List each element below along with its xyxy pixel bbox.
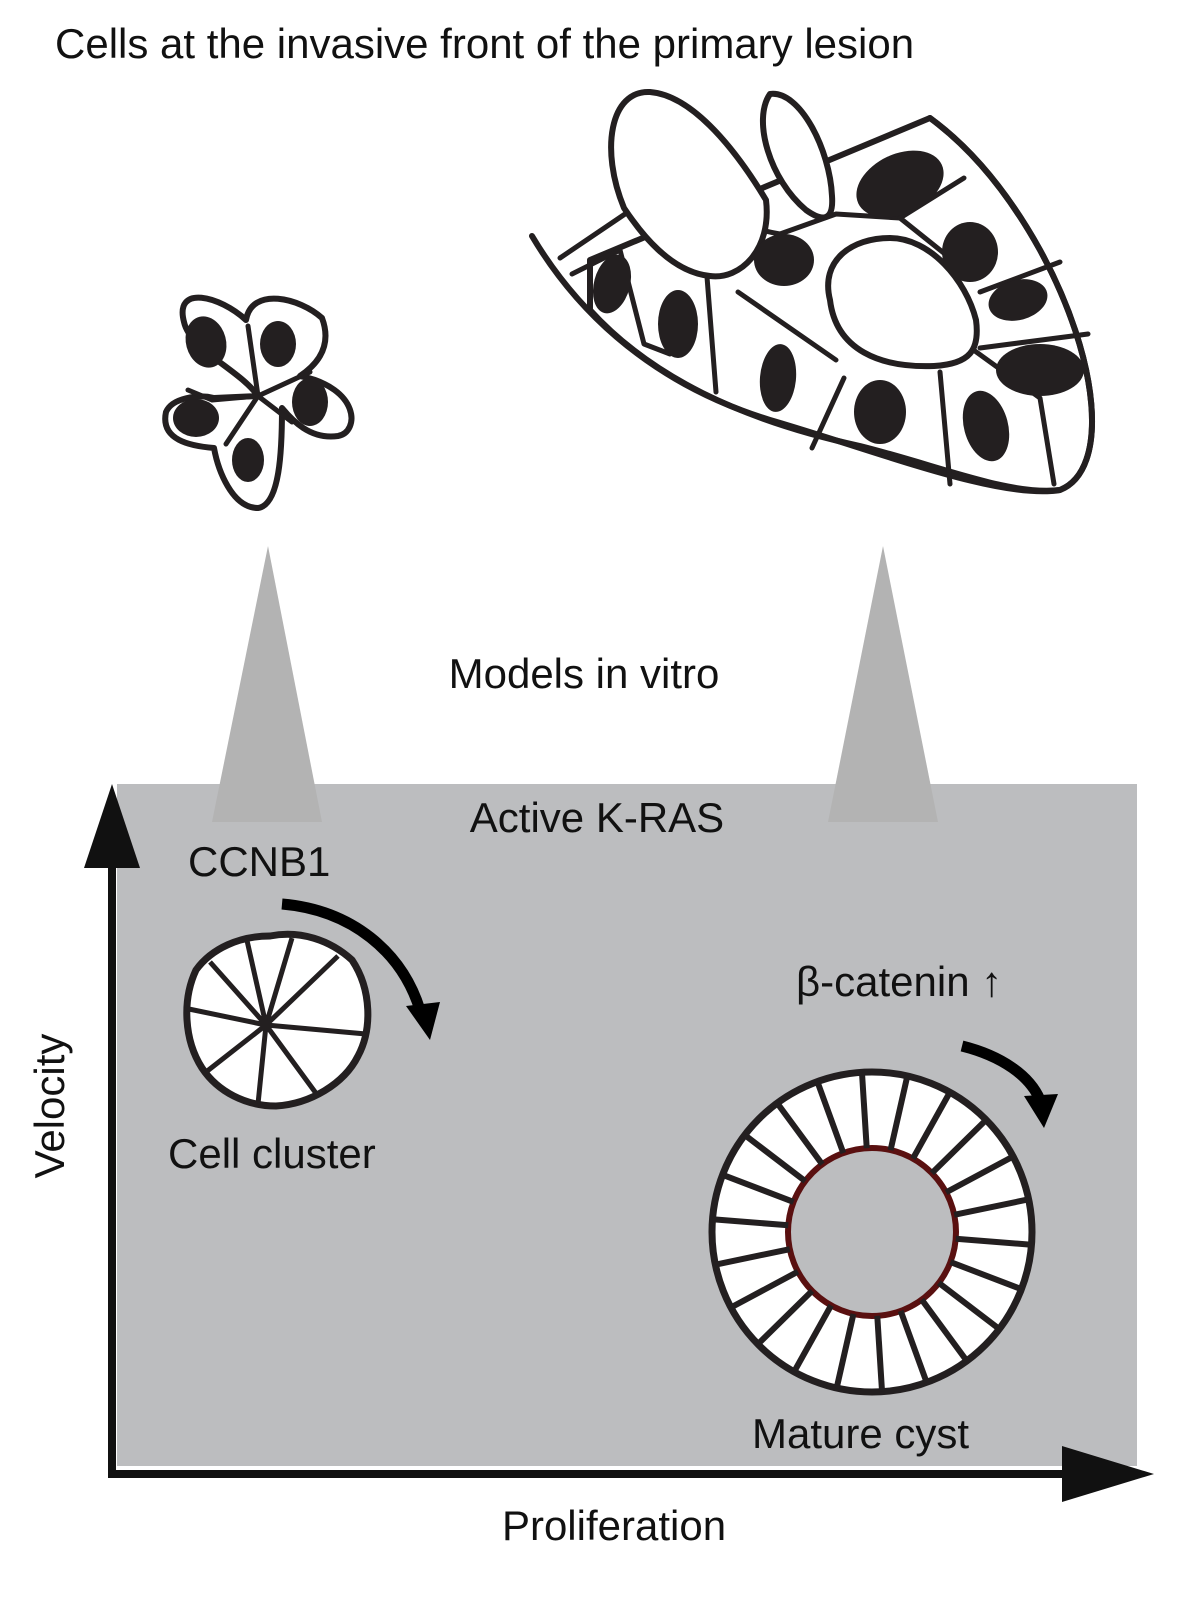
mature-cyst-label: Mature cyst [752,1410,969,1457]
cyst-cell-border [887,1075,911,1151]
cyst-cell-border [714,1246,791,1268]
mature-cyst-icon [708,1068,1036,1396]
figure-title: Cells at the invasive front of the prima… [55,20,914,67]
cyst-cell-border [953,1196,1030,1218]
cyst-cell-border [858,1072,870,1149]
models-in-vitro-label: Models in vitro [449,650,720,697]
cyst-cell-border [955,1235,1032,1248]
x-axis-arrowhead [1062,1446,1154,1502]
beta-catenin-label: β-catenin ↑ [796,958,1002,1005]
callout-gland [828,546,938,822]
cyst-cell-border [742,1132,808,1184]
cyst-cell-border [944,1153,1015,1196]
cyst-cell-border [729,1268,800,1311]
y-axis-label: Velocity [26,1034,73,1179]
cyst-cell-border [949,1259,1023,1293]
ccnb1-label: CCNB1 [188,838,330,885]
cyst-cell-border [712,1216,789,1229]
cyst-cell-border [897,1309,930,1384]
cyst-cell-border [874,1315,886,1392]
cyst-cell-border [936,1280,1002,1332]
invasive-gland-illustration [529,88,1095,495]
cluster-curved-arrow [281,898,440,1040]
cyst-cell-border [919,1297,970,1363]
cyst-cell-border [929,1117,989,1176]
cyst-curved-arrow [960,1040,1058,1128]
cell-cluster-label: Cell cluster [168,1130,376,1177]
cyst-cell-border [721,1171,795,1205]
cyst-cell-border [755,1288,815,1347]
cyst-cell-border [791,1303,834,1374]
y-axis-arrowhead [84,784,140,868]
cyst-cell-border [774,1101,825,1167]
cyst-cell-border [910,1090,953,1161]
invasive-cell-cluster-illustration [162,294,355,511]
cyst-cell-border [814,1080,847,1155]
callout-cluster [212,546,322,822]
active-kras-label: Active K-RAS [470,794,724,841]
cyst-cell-border [833,1313,857,1389]
y-axis [84,784,140,1474]
x-axis-label: Proliferation [502,1502,726,1549]
x-axis [108,1446,1154,1502]
cell-cluster-icon [183,930,372,1110]
